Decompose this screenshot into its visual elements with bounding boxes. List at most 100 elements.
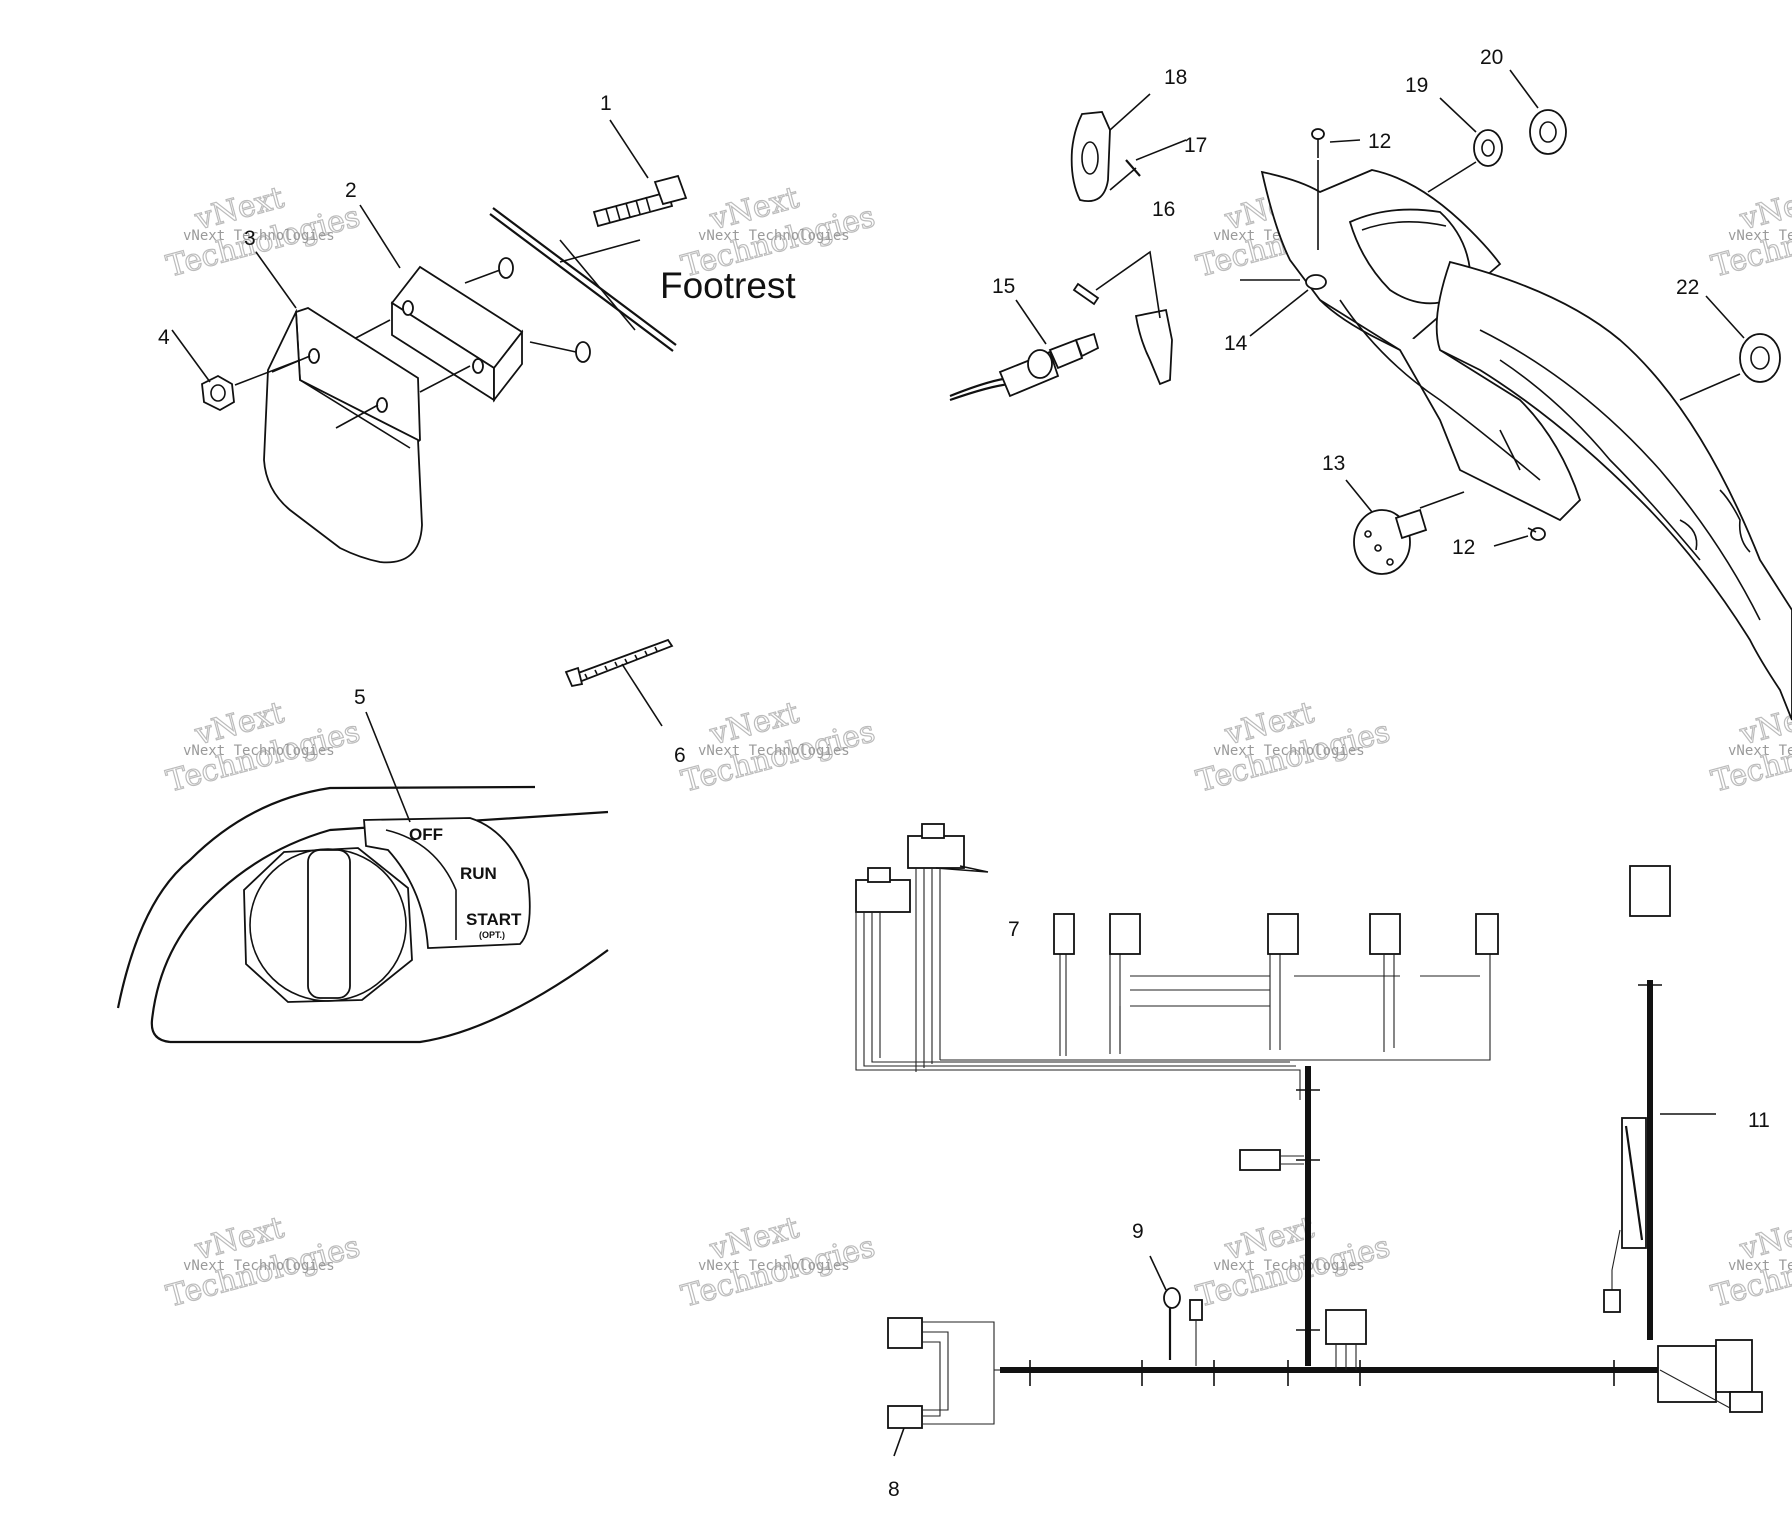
spacer-plate: [390, 265, 524, 403]
switch-start-label: START: [466, 910, 522, 929]
leader-line: [359, 204, 401, 269]
switch-label-arc: [385, 829, 457, 940]
trim-ring: [1473, 129, 1503, 167]
watermark: vNext Technologies: [1192, 1210, 1394, 1315]
watermark-line: vNext Technologies: [183, 743, 335, 759]
harness-connector: [921, 823, 945, 839]
callout-3: 3: [244, 227, 256, 250]
callout-11: 11: [1748, 1109, 1770, 1132]
leader-line: [255, 251, 297, 309]
ignition-switch-panel: OFF RUN START (OPT.): [116, 785, 609, 1044]
harness-connector: [1267, 913, 1299, 955]
leader-line: [1439, 97, 1477, 133]
watermark: vNext Technologies: [1707, 180, 1792, 285]
callout-1: 1: [600, 92, 612, 115]
callout-14: 14: [1224, 332, 1248, 355]
watermark: vNext Technologies: [162, 695, 364, 800]
ring-terminal: [1163, 1287, 1181, 1309]
harness-connector: [1475, 913, 1499, 955]
screw: [1125, 159, 1141, 177]
watermark-line: vNext Technologies: [698, 743, 850, 759]
leader-line: [529, 341, 577, 353]
callout-17: 17: [1184, 134, 1207, 157]
leader-line: [1109, 167, 1137, 191]
callout-12: 12: [1368, 130, 1391, 153]
leader-line: [1679, 373, 1741, 401]
watermark: vNext Technologies: [162, 180, 364, 285]
leader-line: [893, 1427, 905, 1457]
harness-connector: [867, 867, 891, 883]
watermark-line: vNext Technologies: [1728, 228, 1792, 244]
leader-line: [464, 269, 501, 284]
switch-label-plate: [363, 817, 531, 949]
washer: [575, 341, 591, 363]
watermark: vNext Technologies: [1707, 1210, 1792, 1315]
switch-start-note: (OPT.): [479, 930, 505, 940]
harness-connector: [887, 1405, 923, 1429]
switch-key-slot: [307, 849, 351, 999]
harness-connector: [855, 879, 911, 913]
grip-detail: [1719, 489, 1751, 553]
callout-7: 7: [1008, 918, 1020, 941]
watermark: vNext Technologies: [1707, 695, 1792, 800]
harness-connector: [1109, 913, 1141, 955]
callout-12-lower: 12: [1452, 536, 1475, 559]
leader-line: [1493, 535, 1529, 547]
leader-line: [621, 663, 663, 727]
watermark-line: vNext Technologies: [1213, 1258, 1365, 1274]
watermark: vNext Technologies: [677, 1210, 879, 1315]
harness-connector: [1629, 865, 1671, 917]
screw: [1311, 128, 1325, 158]
watermark-line: vNext Technologies: [1728, 1258, 1792, 1274]
panel-edge: [116, 785, 536, 1009]
leader-line: [335, 404, 379, 429]
leader-line: [1149, 1255, 1167, 1291]
leader-line: [559, 239, 636, 331]
leader-line: [559, 239, 641, 263]
callout-15: 15: [992, 275, 1015, 298]
callout-22: 22: [1676, 276, 1699, 299]
harness-connector: [1369, 913, 1401, 955]
callout-4: 4: [158, 326, 170, 349]
watermark: vNext Technologies: [1192, 695, 1394, 800]
watermark-line: vNext Technologies: [1213, 743, 1365, 759]
leader-line: [1015, 299, 1047, 345]
leader-line: [1705, 295, 1745, 339]
watermark: vNext Technologies: [677, 695, 879, 800]
bracket: [1070, 111, 1111, 202]
callout-20: 20: [1480, 46, 1503, 69]
panel-edge: [170, 949, 609, 1044]
harness-connector: [1239, 1149, 1281, 1171]
handlebar-assembly: [949, 93, 1792, 721]
leader-line: [1249, 289, 1309, 337]
callout-19: 19: [1405, 74, 1428, 97]
footrest-pad: [263, 307, 423, 564]
switch: [1353, 508, 1428, 575]
callout-8: 8: [888, 1478, 900, 1501]
housing-lower: [1319, 299, 1582, 522]
pin: [1072, 282, 1100, 306]
leader-line: [609, 119, 649, 179]
footrest-label: Footrest: [660, 265, 796, 306]
watermark-line: vNext Technologies: [698, 1258, 850, 1274]
leader-line: [171, 329, 211, 383]
grommet: [1739, 333, 1781, 383]
callout-16: 16: [1152, 198, 1175, 221]
harness-connector: [1053, 913, 1075, 955]
harness-connector: [907, 835, 965, 869]
leader-line: [1427, 161, 1477, 193]
leader-line: [365, 711, 411, 823]
cable-tie: [564, 638, 674, 688]
switch-bezel-ring: [249, 848, 407, 1002]
leader-line: [1109, 93, 1151, 131]
leader-line: [935, 865, 989, 873]
watermark: vNext Technologies: [162, 1210, 364, 1315]
leader-line: [1499, 429, 1521, 471]
leader-line: [234, 359, 301, 386]
panel-edge: [150, 810, 609, 1044]
leader-line: [1419, 491, 1465, 509]
grip-detail: [1479, 329, 1761, 621]
screw: [1527, 527, 1546, 541]
grommet: [1529, 109, 1567, 155]
